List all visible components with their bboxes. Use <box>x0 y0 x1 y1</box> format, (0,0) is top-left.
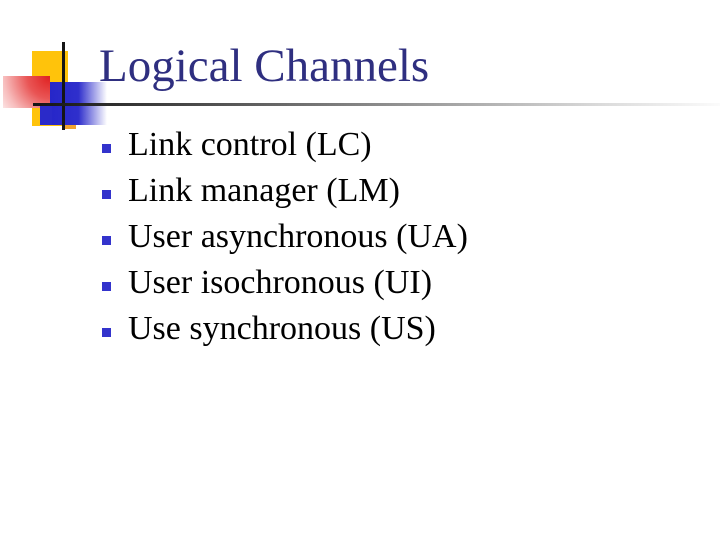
decoration-orange-sliver <box>63 125 76 129</box>
decoration-blue-square-lower <box>40 106 52 125</box>
bullet-list: Link control (LC) Link manager (LM) User… <box>102 122 468 352</box>
bullet-text: User asynchronous (UA) <box>128 218 468 255</box>
list-item: Link control (LC) <box>102 122 468 168</box>
list-item: Use synchronous (US) <box>102 306 468 352</box>
list-item: Link manager (LM) <box>102 168 468 214</box>
bullet-text: Link manager (LM) <box>128 172 400 209</box>
bullet-square-icon <box>102 328 111 337</box>
bullet-square-icon <box>102 282 111 291</box>
bullet-text: Link control (LC) <box>128 126 372 163</box>
bullet-square-icon <box>102 190 111 199</box>
decoration-vertical-line <box>62 42 65 130</box>
bullet-text: User isochronous (UI) <box>128 264 433 301</box>
bullet-square-icon <box>102 144 111 153</box>
list-item: User isochronous (UI) <box>102 260 468 306</box>
decoration-red-square <box>3 76 50 108</box>
bullet-square-icon <box>102 236 111 245</box>
bullet-text: Use synchronous (US) <box>128 310 436 347</box>
title-divider-line <box>33 103 720 106</box>
list-item: User asynchronous (UA) <box>102 214 468 260</box>
slide-title: Logical Channels <box>99 40 430 92</box>
